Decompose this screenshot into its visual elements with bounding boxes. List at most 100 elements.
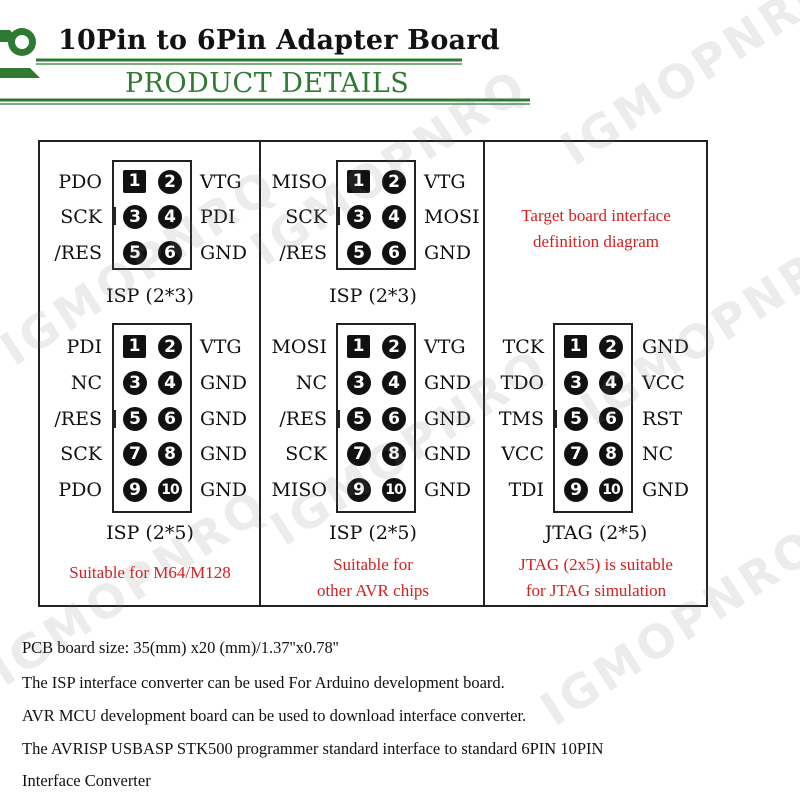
pin-3: 3 xyxy=(347,205,371,229)
description-line: The ISP interface converter can be used … xyxy=(22,673,505,692)
pin-label-right: VTG xyxy=(424,171,466,193)
pin-3: 3 xyxy=(347,371,371,395)
pin-label-right: NC xyxy=(642,443,674,465)
pin-4: 4 xyxy=(382,371,406,395)
header-key-notch xyxy=(336,410,340,428)
pin-label-left: TDI xyxy=(508,479,544,501)
pin-label-left: PDI xyxy=(66,336,102,358)
pin-4: 4 xyxy=(599,371,623,395)
pin-6: 6 xyxy=(382,241,406,265)
pin-label-left: /RES xyxy=(279,408,327,430)
pin-label-left: NC xyxy=(70,372,102,394)
usage-note-line: other AVR chips xyxy=(316,581,430,600)
pin-8: 8 xyxy=(158,442,182,466)
pin-label-left: SCK xyxy=(285,206,327,228)
pin-label-right: MOSI xyxy=(424,206,480,228)
pin-label-right: GND xyxy=(424,372,472,394)
column-divider xyxy=(483,140,485,607)
pin-3: 3 xyxy=(564,371,588,395)
pin-label-left: /RES xyxy=(54,408,102,430)
pin-1: 1 xyxy=(123,335,146,358)
header-caption: ISP (2*5) xyxy=(106,522,194,544)
pin-label-right: GND xyxy=(424,479,472,501)
pin-2: 2 xyxy=(158,170,182,194)
pin-label-left: SCK xyxy=(285,443,327,465)
pin-6: 6 xyxy=(382,407,406,431)
target-interface-note-line: definition diagram xyxy=(532,232,660,251)
pin-2: 2 xyxy=(158,335,182,359)
pin-label-right: GND xyxy=(642,336,690,358)
pin-1: 1 xyxy=(347,335,370,358)
pin-5: 5 xyxy=(347,241,371,265)
pin-1: 1 xyxy=(564,335,587,358)
description-line: Interface Converter xyxy=(22,771,151,790)
pin-label-left: TMS xyxy=(498,408,544,430)
pin-label-right: GND xyxy=(642,479,690,501)
pin-5: 5 xyxy=(347,407,371,431)
pin-label-right: GND xyxy=(424,408,472,430)
description-line: The AVRISP USBASP STK500 programmer stan… xyxy=(22,739,604,758)
pin-4: 4 xyxy=(382,205,406,229)
pin-5: 5 xyxy=(564,407,588,431)
description-line: PCB board size: 35(mm) x20 (mm)/1.37''x0… xyxy=(22,638,339,657)
pin-label-left: MISO xyxy=(271,479,327,501)
pin-9: 9 xyxy=(347,478,371,502)
target-interface-note-line: Target board interface xyxy=(521,206,671,225)
pin-3: 3 xyxy=(123,205,147,229)
pin-9: 9 xyxy=(123,478,147,502)
pin-label-left: /RES xyxy=(279,242,327,264)
usage-note: JTAG (2x5) is suitable for JTAG simulati… xyxy=(486,552,706,604)
pin-label-left: VCC xyxy=(501,443,544,465)
pin-label-right: RST xyxy=(642,408,682,430)
usage-note-line: Suitable for xyxy=(333,555,413,574)
pin-4: 4 xyxy=(158,371,182,395)
description-line: AVR MCU development board can be used to… xyxy=(22,706,527,725)
column-divider xyxy=(259,140,261,607)
pin-label-right: VTG xyxy=(200,171,242,193)
pin-label-right: GND xyxy=(200,443,248,465)
pin-label-right: PDI xyxy=(200,206,236,228)
pin-7: 7 xyxy=(347,442,371,466)
pin-6: 6 xyxy=(158,407,182,431)
pin-8: 8 xyxy=(382,442,406,466)
pin-2: 2 xyxy=(382,335,406,359)
pin-label-left: TDO xyxy=(500,372,544,394)
page-subtitle: PRODUCT DETAILS xyxy=(125,68,410,99)
pin-label-left: MISO xyxy=(271,171,327,193)
pin-label-left: PDO xyxy=(58,171,102,193)
page-title: 10Pin to 6Pin Adapter Board xyxy=(58,25,500,56)
pin-7: 7 xyxy=(564,442,588,466)
header-caption: ISP (2*3) xyxy=(106,285,194,307)
header-key-notch xyxy=(112,207,116,225)
pin-label-left: NC xyxy=(295,372,327,394)
header-key-notch xyxy=(112,410,116,428)
pin-6: 6 xyxy=(158,241,182,265)
pin-label-left: PDO xyxy=(58,479,102,501)
header-decoration xyxy=(0,28,530,105)
header-key-notch xyxy=(553,410,557,428)
pin-4: 4 xyxy=(158,205,182,229)
header-caption: JTAG (2*5) xyxy=(544,522,648,544)
usage-note: Suitable for M64/M128 xyxy=(40,560,260,586)
header-caption: ISP (2*5) xyxy=(329,522,417,544)
pinout-table xyxy=(38,140,708,607)
pin-10: 10 xyxy=(158,478,182,502)
pin-2: 2 xyxy=(599,335,623,359)
pin-label-right: GND xyxy=(200,479,248,501)
pin-label-left: /RES xyxy=(54,242,102,264)
usage-note-line: JTAG (2x5) is suitable xyxy=(519,555,673,574)
pin-5: 5 xyxy=(123,241,147,265)
pin-2: 2 xyxy=(382,170,406,194)
header-key-notch xyxy=(336,207,340,225)
usage-note-line: for JTAG simulation xyxy=(525,581,667,600)
pin-6: 6 xyxy=(599,407,623,431)
pin-3: 3 xyxy=(123,371,147,395)
pin-label-left: TCK xyxy=(502,336,544,358)
pin-1: 1 xyxy=(123,170,146,193)
pin-label-right: VTG xyxy=(424,336,466,358)
header-caption: ISP (2*3) xyxy=(329,285,417,307)
pin-label-right: GND xyxy=(200,408,248,430)
pin-label-right: GND xyxy=(424,443,472,465)
pin-1: 1 xyxy=(347,170,370,193)
pin-8: 8 xyxy=(599,442,623,466)
